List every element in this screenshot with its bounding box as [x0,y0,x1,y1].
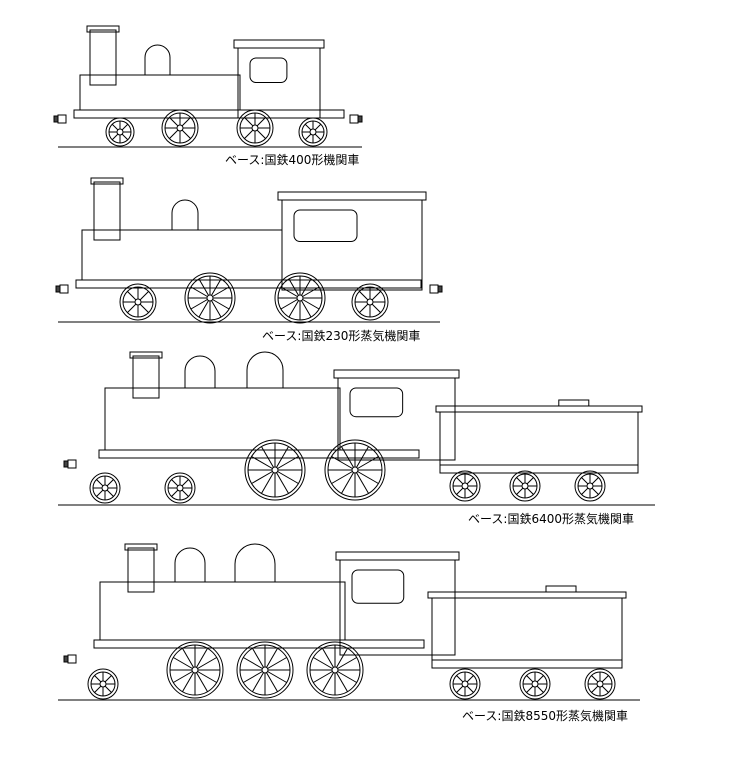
buffer [349,114,363,124]
tender [427,585,627,700]
chimney-cap [86,25,120,33]
wheel [244,439,306,501]
tender-wheel [509,470,541,502]
buffer [55,284,69,294]
wheel [161,109,199,147]
locomotive-class-6400 [58,351,655,506]
caption-class-6400: ベース:国鉄6400形蒸気機関車 [468,512,634,526]
caption-class-230: ベース:国鉄230形蒸気機関車 [262,329,421,343]
tender-wheel [584,668,616,700]
steam-dome [171,199,199,231]
cab [277,191,427,291]
chimney-cap [129,351,163,359]
tender-wheel [449,470,481,502]
boiler [81,229,283,281]
steam-dome [234,543,276,583]
locomotive-class-230 [55,177,443,324]
caption-class-8550: ベース:国鉄8550形蒸気機関車 [462,709,628,723]
wheel [164,472,196,504]
wheel [89,472,121,504]
tender-wheel [519,668,551,700]
running-board [98,449,420,459]
wheel [87,668,119,700]
cab [335,551,460,656]
wheel [236,641,294,699]
chimney [89,29,117,86]
cab [333,369,460,461]
buffer [63,654,77,664]
tender-wheel [574,470,606,502]
wheel [306,641,364,699]
running-board [93,639,425,649]
cab [233,39,325,119]
running-board [73,109,345,119]
steam-dome [174,547,206,583]
wheel [119,283,157,321]
wheel [298,117,328,147]
boiler [99,581,346,641]
buffer [63,459,77,469]
wheel [184,272,236,324]
boiler [79,74,241,111]
wheel [274,272,326,324]
chimney [132,355,160,399]
chimney [127,547,155,593]
steam-dome [144,44,171,76]
buffer [429,284,443,294]
steam-dome [246,351,284,389]
wheel [166,641,224,699]
wheel [236,109,274,147]
running-board [75,279,422,289]
boiler [104,387,341,451]
caption-class-400: ベース:国鉄400形機関車 [225,153,360,167]
locomotive-class-8550 [58,543,640,701]
steam-dome [184,355,216,389]
wheel [351,283,389,321]
buffer [53,114,67,124]
chimney-cap [124,543,158,551]
wheel [324,439,386,501]
chimney-cap [90,177,124,185]
tender [435,399,643,502]
chimney [93,181,121,241]
locomotive-class-400 [53,25,363,148]
wheel [105,117,135,147]
tender-wheel [449,668,481,700]
